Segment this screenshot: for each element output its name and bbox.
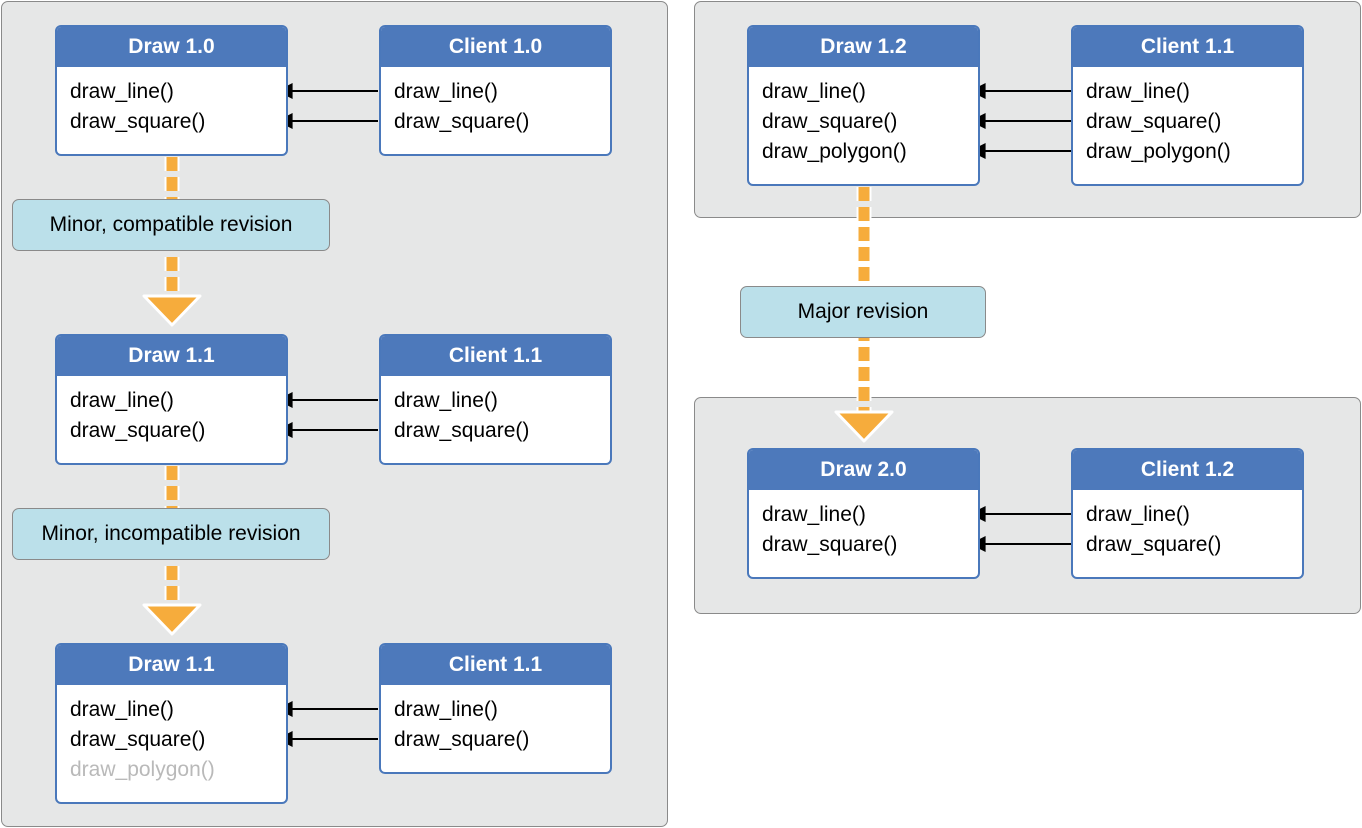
- function-entry: draw_square(): [70, 419, 206, 442]
- revision-label-compatible: Minor, compatible revision: [12, 199, 330, 251]
- function-entry: draw_square(): [762, 110, 898, 133]
- function-entry: draw_square(): [394, 728, 530, 751]
- box-title: Draw 2.0: [749, 450, 978, 490]
- function-entry: draw_polygon(): [762, 140, 907, 163]
- function-entry: draw_line(): [394, 389, 498, 412]
- client-app-box: Client 1.1 draw_line() draw_square() dra…: [1071, 25, 1304, 186]
- function-entry: draw_line(): [1086, 80, 1190, 103]
- function-entry: draw_line(): [762, 503, 866, 526]
- box-title: Client 1.1: [381, 336, 610, 376]
- function-entry: draw_square(): [70, 728, 206, 751]
- revision-label-incompatible: Minor, incompatible revision: [12, 508, 330, 560]
- box-title: Client 1.2: [1073, 450, 1302, 490]
- function-entry: draw_square(): [70, 110, 206, 133]
- function-entry: draw_line(): [70, 80, 174, 103]
- call-arrows: [276, 83, 1071, 747]
- box-title: Draw 1.2: [749, 27, 978, 67]
- draw-library-box: Draw 2.0 draw_line() draw_square(): [747, 448, 980, 579]
- function-entry: draw_line(): [762, 80, 866, 103]
- function-entry: draw_square(): [394, 110, 530, 133]
- function-entry: draw_polygon(): [1086, 140, 1231, 163]
- client-app-box: Client 1.1 draw_line() draw_square(): [379, 334, 612, 465]
- box-title: Client 1.1: [1073, 27, 1302, 67]
- function-entry: draw_line(): [394, 698, 498, 721]
- box-title: Client 1.1: [381, 645, 610, 685]
- function-entry: draw_line(): [70, 698, 174, 721]
- function-entry: draw_line(): [394, 80, 498, 103]
- draw-library-box: Draw 1.0 draw_line() draw_square(): [55, 25, 288, 156]
- function-entry: draw_line(): [1086, 503, 1190, 526]
- client-app-box: Client 1.1 draw_line() draw_square(): [379, 643, 612, 774]
- function-entry: draw_square(): [394, 419, 530, 442]
- client-app-box: Client 1.0 draw_line() draw_square(): [379, 25, 612, 156]
- box-title: Draw 1.1: [57, 336, 286, 376]
- client-app-box: Client 1.2 draw_line() draw_square(): [1071, 448, 1304, 579]
- box-title: Draw 1.1: [57, 645, 286, 685]
- draw-library-box: Draw 1.1 draw_line() draw_square(): [55, 334, 288, 465]
- revision-label-major: Major revision: [740, 286, 986, 338]
- box-title: Client 1.0: [381, 27, 610, 67]
- function-entry: draw_square(): [762, 533, 898, 556]
- function-entry: draw_square(): [1086, 110, 1222, 133]
- draw-library-box: Draw 1.1 draw_line() draw_square() draw_…: [55, 643, 288, 804]
- function-entry: draw_line(): [70, 389, 174, 412]
- draw-library-box: Draw 1.2 draw_line() draw_square() draw_…: [747, 25, 980, 186]
- box-title: Draw 1.0: [57, 27, 286, 67]
- function-entry-unavailable: draw_polygon(): [70, 758, 215, 781]
- function-entry: draw_square(): [1086, 533, 1222, 556]
